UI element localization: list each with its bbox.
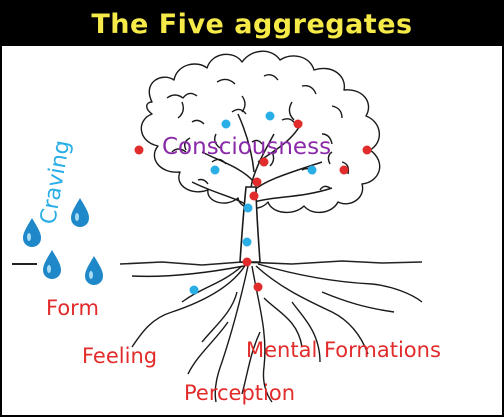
tree-roots (131, 263, 423, 403)
tree-canopy (140, 50, 381, 213)
red-dot (252, 177, 262, 187)
red-dot (293, 119, 303, 129)
blue-dot (189, 285, 199, 295)
blue-dot (221, 119, 231, 129)
title-bar: The Five aggregates (2, 2, 502, 46)
canopy-dots (134, 111, 372, 295)
water-drop-icon (23, 218, 41, 247)
ground-line (119, 260, 423, 266)
red-dot (249, 191, 259, 201)
water-drop-icon (43, 250, 61, 279)
label-perception: Perception (184, 381, 296, 405)
blue-dot (242, 237, 252, 247)
label-consciousness: Consciousness (162, 134, 332, 160)
blue-dot (243, 203, 253, 213)
label-mental-formations: Mental Formations (246, 338, 441, 362)
diagram-title: The Five aggregates (91, 8, 413, 40)
red-dot (134, 145, 144, 155)
blue-dot (307, 165, 317, 175)
blue-dot (265, 111, 275, 121)
water-drop-icon (85, 256, 103, 285)
red-dot (339, 165, 349, 175)
water-drop-icon (71, 198, 89, 227)
red-dot (253, 282, 263, 292)
blue-dot (210, 165, 220, 175)
label-form: Form (46, 296, 99, 320)
red-dot (242, 257, 252, 267)
red-dot (259, 157, 269, 167)
water-drops (23, 198, 103, 285)
red-dot (362, 145, 372, 155)
label-feeling: Feeling (82, 344, 158, 368)
